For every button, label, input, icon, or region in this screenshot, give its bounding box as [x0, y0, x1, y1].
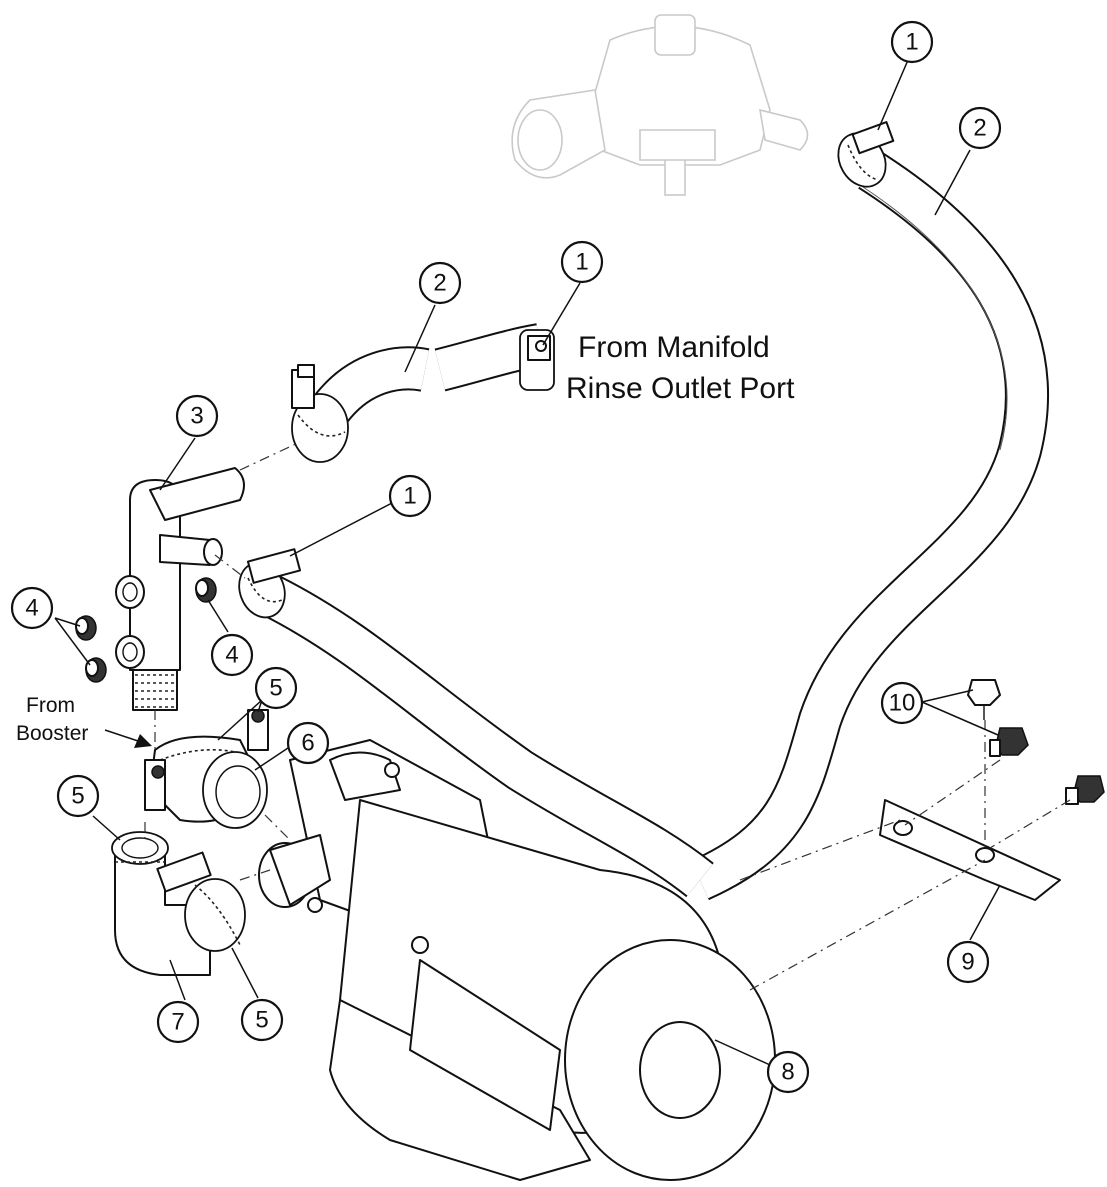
manifold-note-line1: From Manifold: [578, 331, 770, 364]
bolt-right: [1065, 775, 1105, 805]
pump-assembly: [258, 739, 776, 1181]
callout-4-left: 4: [10, 586, 54, 630]
hose-clamp-middle: [238, 548, 302, 619]
alignment-lines: [144, 441, 1071, 991]
callout-6: 6: [286, 721, 330, 765]
bolt-middle: [989, 727, 1029, 757]
booster-note-line1: From: [26, 694, 75, 717]
pipe-plug-upper: [75, 615, 97, 641]
callout-5-left: 5: [56, 774, 100, 818]
callout-9-label: 9: [961, 949, 974, 976]
long-hose: [690, 151, 1049, 901]
callout-8-label: 8: [781, 1059, 794, 1086]
hose-clamp-upper-right: [519, 329, 555, 391]
pipe-plug-lower: [85, 657, 107, 683]
callout-1-upper-label: 1: [575, 249, 588, 276]
callout-4-right: 4: [210, 633, 254, 677]
hose-clamp-upper-left: [291, 364, 349, 463]
leader-lines: [54, 59, 1001, 1066]
tee-fitting: [115, 467, 245, 711]
callout-2-top-right-label: 2: [973, 115, 986, 142]
callout-6-label: 6: [301, 730, 314, 757]
booster-note: From Booster: [16, 694, 88, 745]
coupler-with-clamps: [144, 709, 269, 829]
callout-3: 3: [175, 394, 219, 438]
callout-5-top: 5: [254, 666, 298, 710]
callout-9: 9: [946, 940, 990, 984]
callout-1-top-right-label: 1: [905, 29, 918, 56]
callout-5-left-label: 5: [71, 783, 84, 810]
middle-hose: [260, 575, 714, 898]
manifold-note: From Manifold Rinse Outlet Port: [566, 331, 795, 405]
callout-3-label: 3: [190, 403, 203, 430]
callout-5-top-label: 5: [269, 675, 282, 702]
callout-7-label: 7: [171, 1009, 184, 1036]
callout-1-middle: 1: [388, 474, 432, 518]
bolt-top: [967, 679, 1001, 720]
callout-1-top-right: 1: [890, 20, 934, 64]
callout-8: 8: [766, 1050, 810, 1094]
manifold-note-line2: Rinse Outlet Port: [566, 372, 795, 405]
callout-5-bottom: 5: [240, 998, 284, 1042]
callout-5-bottom-label: 5: [255, 1007, 268, 1034]
callout-7: 7: [156, 1000, 200, 1044]
hose-clamp-top-right: [837, 121, 895, 188]
callout-1-middle-label: 1: [403, 483, 416, 510]
callout-1-upper: 1: [560, 240, 604, 284]
callout-4-left-label: 4: [25, 595, 38, 622]
ghost-manifold: [511, 14, 809, 196]
pipe-plug-right: [195, 577, 217, 603]
callout-4-right-label: 4: [225, 642, 238, 669]
mounting-bracket: [879, 799, 1061, 901]
callout-10-label: 10: [889, 690, 916, 717]
callout-2-upper-label: 2: [433, 270, 446, 297]
callout-10: 10: [880, 681, 924, 725]
callout-2-upper: 2: [418, 261, 462, 305]
elbow-fitting: [111, 831, 246, 976]
booster-note-line2: Booster: [16, 722, 88, 745]
callout-2-top-right: 2: [958, 106, 1002, 150]
